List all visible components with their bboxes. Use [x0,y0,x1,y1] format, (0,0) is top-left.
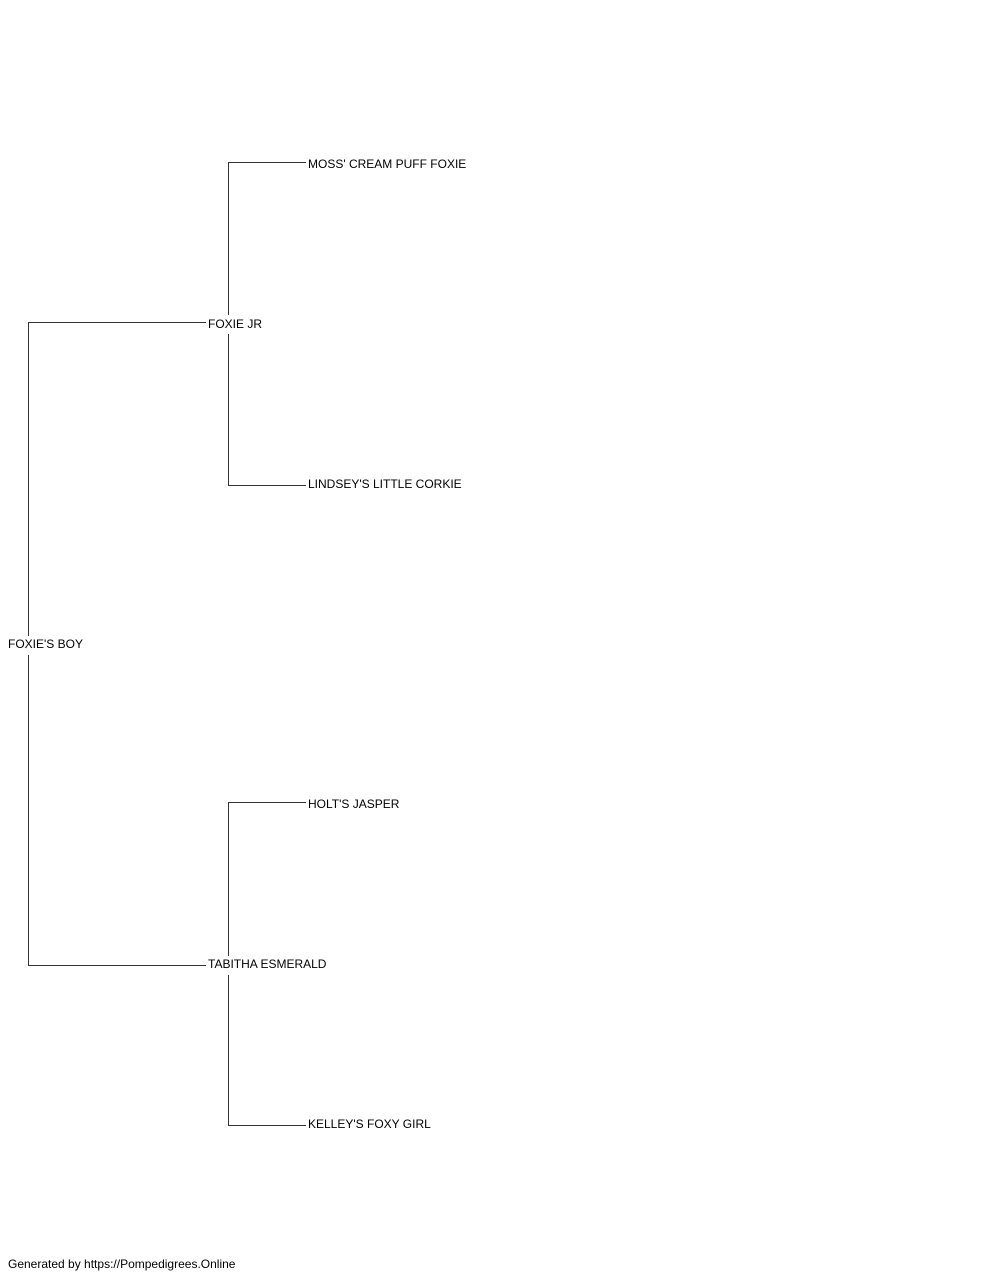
sire-connector-up [228,162,229,315]
dam-sire-name: HOLT'S JASPER [308,797,400,811]
dam-dam-connector [228,1125,306,1126]
generated-by-footer: Generated by https://Pompedigrees.Online [8,1257,236,1271]
sire-sire-name: MOSS' CREAM PUFF FOXIE [308,157,467,171]
sire-connector-down [228,334,229,485]
dam-dam-name: KELLEY'S FOXY GIRL [308,1117,431,1131]
subject-connector-up [28,322,29,636]
sire-dam-name: LINDSEY'S LITTLE CORKIE [308,477,462,491]
dam-connector-down [228,975,229,1125]
subject-name: FOXIE'S BOY [8,637,83,651]
dam-name: TABITHA ESMERALD [208,957,327,971]
dam-sire-connector [228,802,306,803]
dam-connector-up [228,802,229,956]
sire-name: FOXIE JR [208,317,263,331]
sire-sire-connector [228,162,306,163]
sire-dam-connector [228,485,306,486]
subject-connector-down [28,655,29,965]
dam-connector [28,965,206,966]
sire-connector [28,322,206,323]
